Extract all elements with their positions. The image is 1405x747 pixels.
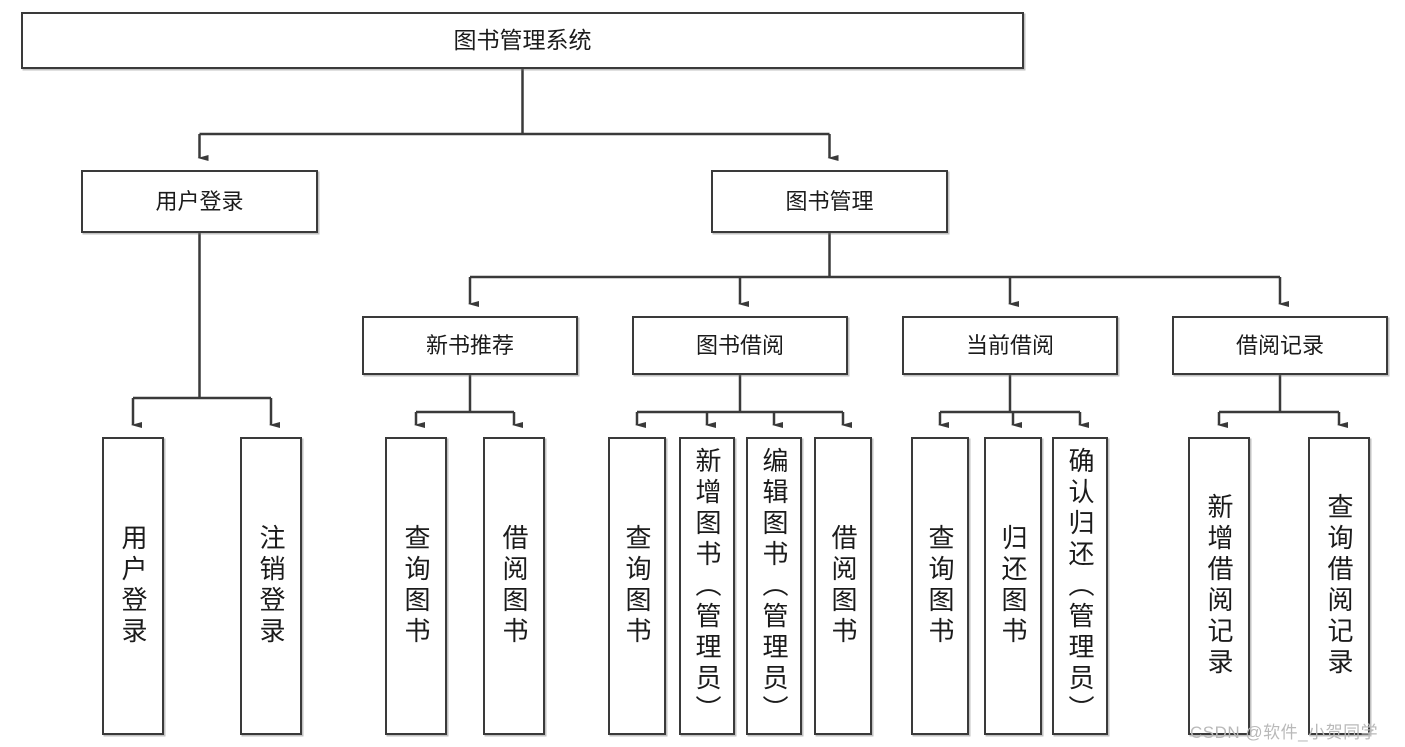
node-level3-borrow-record[interactable]: 借阅记录 <box>1172 316 1388 375</box>
node-leaf-query-book-recommend-label: 查询图书 <box>401 524 431 648</box>
node-level3-new-book-recommend[interactable]: 新书推荐 <box>362 316 578 375</box>
node-level3-book-borrow-label: 图书借阅 <box>695 332 784 358</box>
node-leaf-add-borrow-record-label: 新增借阅记录 <box>1204 493 1234 679</box>
node-leaf-query-borrow-record[interactable]: 查询借阅记录 <box>1308 437 1370 735</box>
node-leaf-query-book-borrow[interactable]: 查询图书 <box>608 437 666 735</box>
node-leaf-edit-book-admin-label: 编辑图书（管理员） <box>759 446 789 726</box>
node-leaf-borrow-book-label: 借阅图书 <box>828 524 858 648</box>
node-root[interactable]: 图书管理系统 <box>21 12 1024 69</box>
node-leaf-borrow-book-recommend[interactable]: 借阅图书 <box>483 437 545 735</box>
node-leaf-user-login-label: 用户登录 <box>118 524 148 648</box>
node-level2-book-management[interactable]: 图书管理 <box>711 170 948 233</box>
node-leaf-user-login[interactable]: 用户登录 <box>102 437 164 735</box>
node-leaf-return-book-label: 归还图书 <box>998 524 1028 648</box>
node-leaf-confirm-return-admin[interactable]: 确认归还（管理员） <box>1052 437 1108 735</box>
node-level2-book-management-label: 图书管理 <box>785 188 874 214</box>
node-leaf-query-book-borrow-label: 查询图书 <box>622 524 652 648</box>
node-leaf-query-book-current-label: 查询图书 <box>925 524 955 648</box>
node-leaf-query-book-current[interactable]: 查询图书 <box>911 437 969 735</box>
node-leaf-logout-label: 注销登录 <box>256 524 286 648</box>
csdn-watermark: CSDN @软件_小贺同学 <box>1190 723 1379 742</box>
node-leaf-confirm-return-admin-label: 确认归还（管理员） <box>1065 446 1095 726</box>
node-leaf-query-book-recommend[interactable]: 查询图书 <box>385 437 447 735</box>
node-leaf-borrow-book[interactable]: 借阅图书 <box>814 437 872 735</box>
node-leaf-add-book-admin-label: 新增图书（管理员） <box>692 446 722 726</box>
node-leaf-edit-book-admin[interactable]: 编辑图书（管理员） <box>746 437 802 735</box>
node-level2-user-login[interactable]: 用户登录 <box>81 170 318 233</box>
node-leaf-return-book[interactable]: 归还图书 <box>984 437 1042 735</box>
node-level3-book-borrow[interactable]: 图书借阅 <box>632 316 848 375</box>
node-leaf-logout[interactable]: 注销登录 <box>240 437 302 735</box>
node-level3-current-borrow-label: 当前借阅 <box>965 332 1054 358</box>
node-level3-borrow-record-label: 借阅记录 <box>1235 332 1324 358</box>
node-root-label: 图书管理系统 <box>453 27 592 54</box>
node-leaf-query-borrow-record-label: 查询借阅记录 <box>1324 493 1354 679</box>
node-leaf-add-book-admin[interactable]: 新增图书（管理员） <box>679 437 735 735</box>
node-leaf-borrow-book-recommend-label: 借阅图书 <box>499 524 529 648</box>
node-level2-user-login-label: 用户登录 <box>155 188 244 214</box>
node-level3-current-borrow[interactable]: 当前借阅 <box>902 316 1118 375</box>
node-level3-new-book-recommend-label: 新书推荐 <box>425 332 514 358</box>
node-leaf-add-borrow-record[interactable]: 新增借阅记录 <box>1188 437 1250 735</box>
